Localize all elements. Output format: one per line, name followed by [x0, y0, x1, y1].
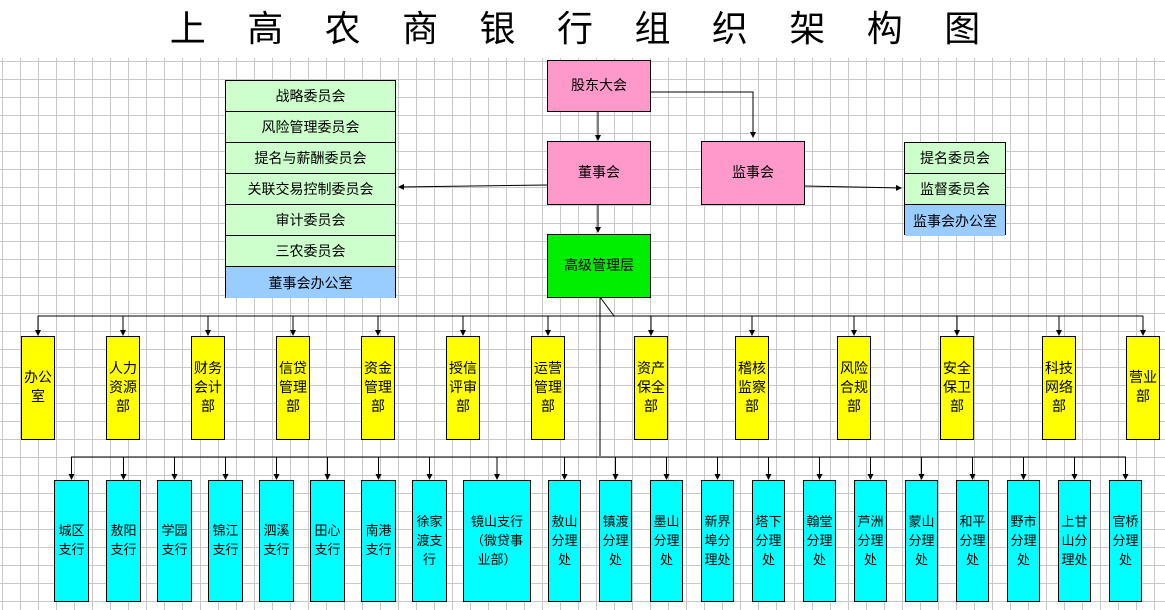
department-label: 科技 网络 部 [1045, 360, 1073, 415]
branch-label: 学园 支行 [161, 524, 188, 558]
committee-strategy: 战略委员会 [226, 81, 395, 112]
branch-box: 官桥 分理 处 [1109, 480, 1142, 602]
board-of-directors-box: 董事会 [547, 141, 651, 205]
trunk-branch-line [599, 296, 615, 317]
branch-label: 镇渡 分理 处 [602, 514, 629, 568]
branch-label: 和平 分理 处 [959, 514, 986, 568]
department-box: 安全 保卫 部 [940, 336, 974, 440]
branch-label: 蒙山 分理 处 [908, 514, 935, 568]
department-box: 运营 管理 部 [531, 336, 565, 440]
branch-label: 翰堂 分理 处 [806, 514, 833, 568]
department-label: 安全 保卫 部 [943, 360, 971, 415]
branch-box: 墨山 分理 处 [650, 480, 683, 602]
department-label: 办公 室 [24, 370, 52, 405]
branch-box: 上甘 山分 理处 [1058, 480, 1091, 602]
department-box: 稽核 监察 部 [735, 336, 769, 440]
branch-box: 南港 支行 [361, 480, 396, 602]
department-label: 资金 管理 部 [364, 360, 392, 415]
branch-label: 敖山 分理 处 [551, 514, 578, 568]
branch-box: 敖阳 支行 [106, 480, 141, 602]
department-box: 风险 合规 部 [837, 336, 871, 440]
department-box: 资金 管理 部 [361, 336, 395, 440]
branch-box: 镜山支行 （微贷事 业部） [463, 480, 531, 602]
committee-sannong: 三农委员会 [226, 236, 395, 267]
branch-label: 锦江 支行 [212, 524, 239, 558]
arrow-shareholders-supervisory [651, 91, 756, 138]
branch-box: 泗溪 支行 [259, 480, 294, 602]
supervisory-committee-stack: 提名委员会 监督委员会 监事会办公室 [904, 142, 1006, 236]
arrow-supervisory-committees [803, 184, 902, 191]
branch-box: 学园 支行 [157, 480, 192, 602]
committee-risk-management: 风险管理委员会 [226, 112, 395, 143]
department-label: 风险 合规 部 [840, 360, 868, 415]
branch-label: 敖阳 支行 [110, 524, 137, 558]
branch-box: 锦江 支行 [208, 480, 243, 602]
branch-box: 城区 支行 [54, 480, 89, 602]
supervisory-office: 监事会办公室 [905, 205, 1005, 236]
branch-box: 塔下 分理 处 [752, 480, 785, 602]
department-label: 人力 资源 部 [109, 360, 137, 415]
branch-label: 徐家 渡支 行 [416, 514, 443, 568]
department-box: 人力 资源 部 [106, 336, 140, 440]
branch-box: 蒙山 分理 处 [905, 480, 938, 602]
branch-label: 田心 支行 [314, 524, 341, 558]
branch-box: 芦洲 分理 处 [854, 480, 887, 602]
committee-supervision: 监督委员会 [905, 174, 1005, 205]
branch-box: 和平 分理 处 [956, 480, 989, 602]
branch-box: 田心 支行 [310, 480, 345, 602]
department-label: 授信 评审 部 [449, 360, 477, 415]
branch-label: 镜山支行 （微贷事 业部） [470, 514, 523, 568]
branch-label: 上甘 山分 理处 [1061, 514, 1088, 568]
branch-label: 城区 支行 [58, 524, 85, 558]
department-label: 资产 保全 部 [637, 360, 665, 415]
department-box: 科技 网络 部 [1042, 336, 1076, 440]
committee-nomination: 提名委员会 [905, 143, 1005, 174]
department-label: 营业 部 [1129, 370, 1157, 405]
branch-box: 徐家 渡支 行 [412, 480, 447, 602]
branch-box: 新界 埠分 理处 [701, 480, 734, 602]
board-of-supervisors-box: 监事会 [701, 141, 805, 205]
shareholders-meeting-box: 股东大会 [547, 60, 651, 112]
branch-label: 墨山 分理 处 [653, 514, 680, 568]
department-label: 运营 管理 部 [534, 360, 562, 415]
committee-nomination-remuneration: 提名与薪酬委员会 [226, 143, 395, 174]
branch-box: 镇渡 分理 处 [599, 480, 632, 602]
branch-label: 塔下 分理 处 [755, 514, 782, 568]
committee-audit: 审计委员会 [226, 205, 395, 236]
branch-box: 野市 分理 处 [1007, 480, 1040, 602]
chart-title: 上 高 农 商 银 行 组 织 架 构 图 [169, 9, 996, 50]
department-box: 财务 会计 部 [191, 336, 225, 440]
department-box: 信贷 管理 部 [276, 336, 310, 440]
arrow-board-committees [398, 183, 548, 190]
department-label: 财务 会计 部 [194, 360, 222, 415]
department-label: 稽核 监察 部 [738, 360, 766, 415]
branch-label: 官桥 分理 处 [1112, 514, 1139, 568]
branch-box: 翰堂 分理 处 [803, 480, 836, 602]
branch-label: 泗溪 支行 [263, 524, 290, 558]
department-label: 信贷 管理 部 [279, 360, 307, 415]
branch-label: 野市 分理 处 [1010, 514, 1037, 568]
board-office: 董事会办公室 [226, 267, 395, 298]
department-box: 资产 保全 部 [634, 336, 668, 440]
department-box: 营业 部 [1126, 336, 1160, 440]
branch-box: 敖山 分理 处 [548, 480, 581, 602]
department-box: 授信 评审 部 [446, 336, 480, 440]
branch-label: 南港 支行 [365, 524, 392, 558]
committee-related-transactions: 关联交易控制委员会 [226, 174, 395, 205]
department-box: 办公 室 [21, 336, 55, 440]
board-committee-stack: 战略委员会 风险管理委员会 提名与薪酬委员会 关联交易控制委员会 审计委员会 三… [225, 80, 396, 298]
senior-management-box: 高级管理层 [547, 234, 651, 298]
branch-label: 芦洲 分理 处 [857, 514, 884, 568]
branch-label: 新界 埠分 理处 [704, 514, 731, 568]
